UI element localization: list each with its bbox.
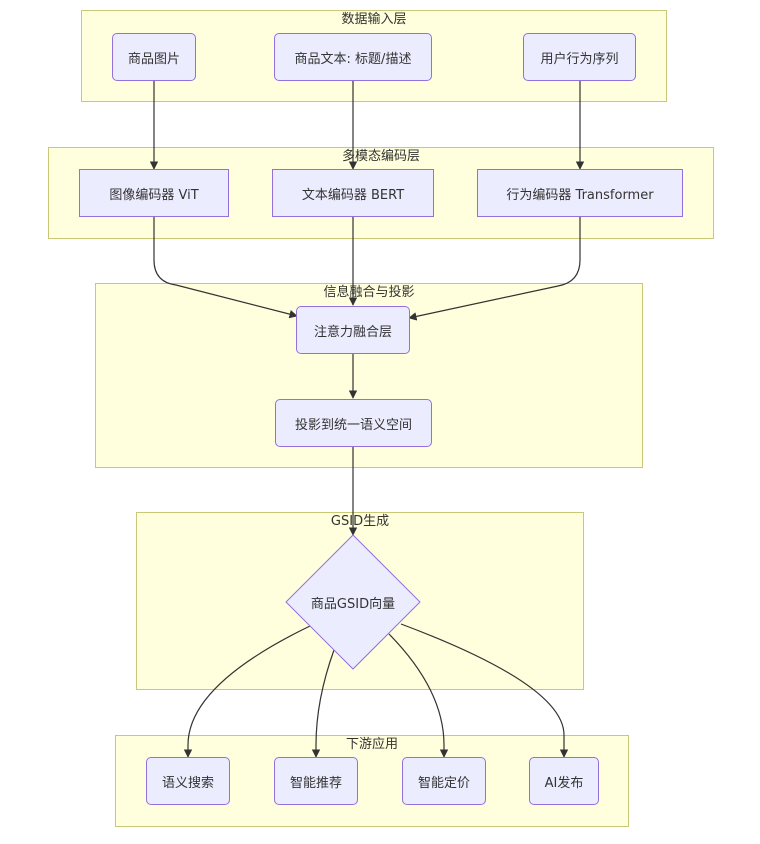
node-image-encoder-vit[interactable]: 图像编码器 ViT [79, 169, 229, 217]
node-product-text[interactable]: 商品文本: 标题/描述 [274, 33, 432, 81]
node-behavior-encoder-transformer[interactable]: 行为编码器 Transformer [477, 169, 683, 217]
edge-vit-to-attention [153, 217, 298, 319]
layer-title-gsid-generation: GSID生成 [330, 514, 390, 529]
edge-gsid-to-recommend [311, 649, 335, 758]
node-ai-publish[interactable]: AI发布 [529, 757, 599, 805]
edge-gsid-to-pricing [388, 633, 449, 758]
node-semantic-search[interactable]: 语义搜索 [146, 757, 230, 805]
node-unified-semantic-projection[interactable]: 投影到统一语义空间 [275, 399, 432, 447]
node-smart-recommendation[interactable]: 智能推荐 [274, 757, 358, 805]
layer-title-multimodal-encoding: 多模态编码层 [341, 149, 420, 164]
layer-title-fusion-projection: 信息融合与投影 [323, 285, 415, 300]
node-attention-fusion[interactable]: 注意力融合层 [296, 306, 410, 354]
edge-transformer-to-attention [408, 217, 581, 321]
edge-gsid-to-search [183, 625, 311, 758]
node-product-gsid-vector[interactable]: 商品GSID向量 [310, 596, 396, 612]
node-user-behavior-sequence[interactable]: 用户行为序列 [523, 33, 636, 81]
layer-title-data-input: 数据输入层 [341, 12, 407, 27]
node-product-image[interactable]: 商品图片 [112, 33, 196, 81]
layer-title-downstream-apps: 下游应用 [345, 737, 398, 752]
node-smart-pricing[interactable]: 智能定价 [402, 757, 486, 805]
edge-gsid-to-publish [400, 623, 569, 758]
node-text-encoder-bert[interactable]: 文本编码器 BERT [272, 169, 434, 217]
gsid-diamond-shape [285, 534, 421, 670]
